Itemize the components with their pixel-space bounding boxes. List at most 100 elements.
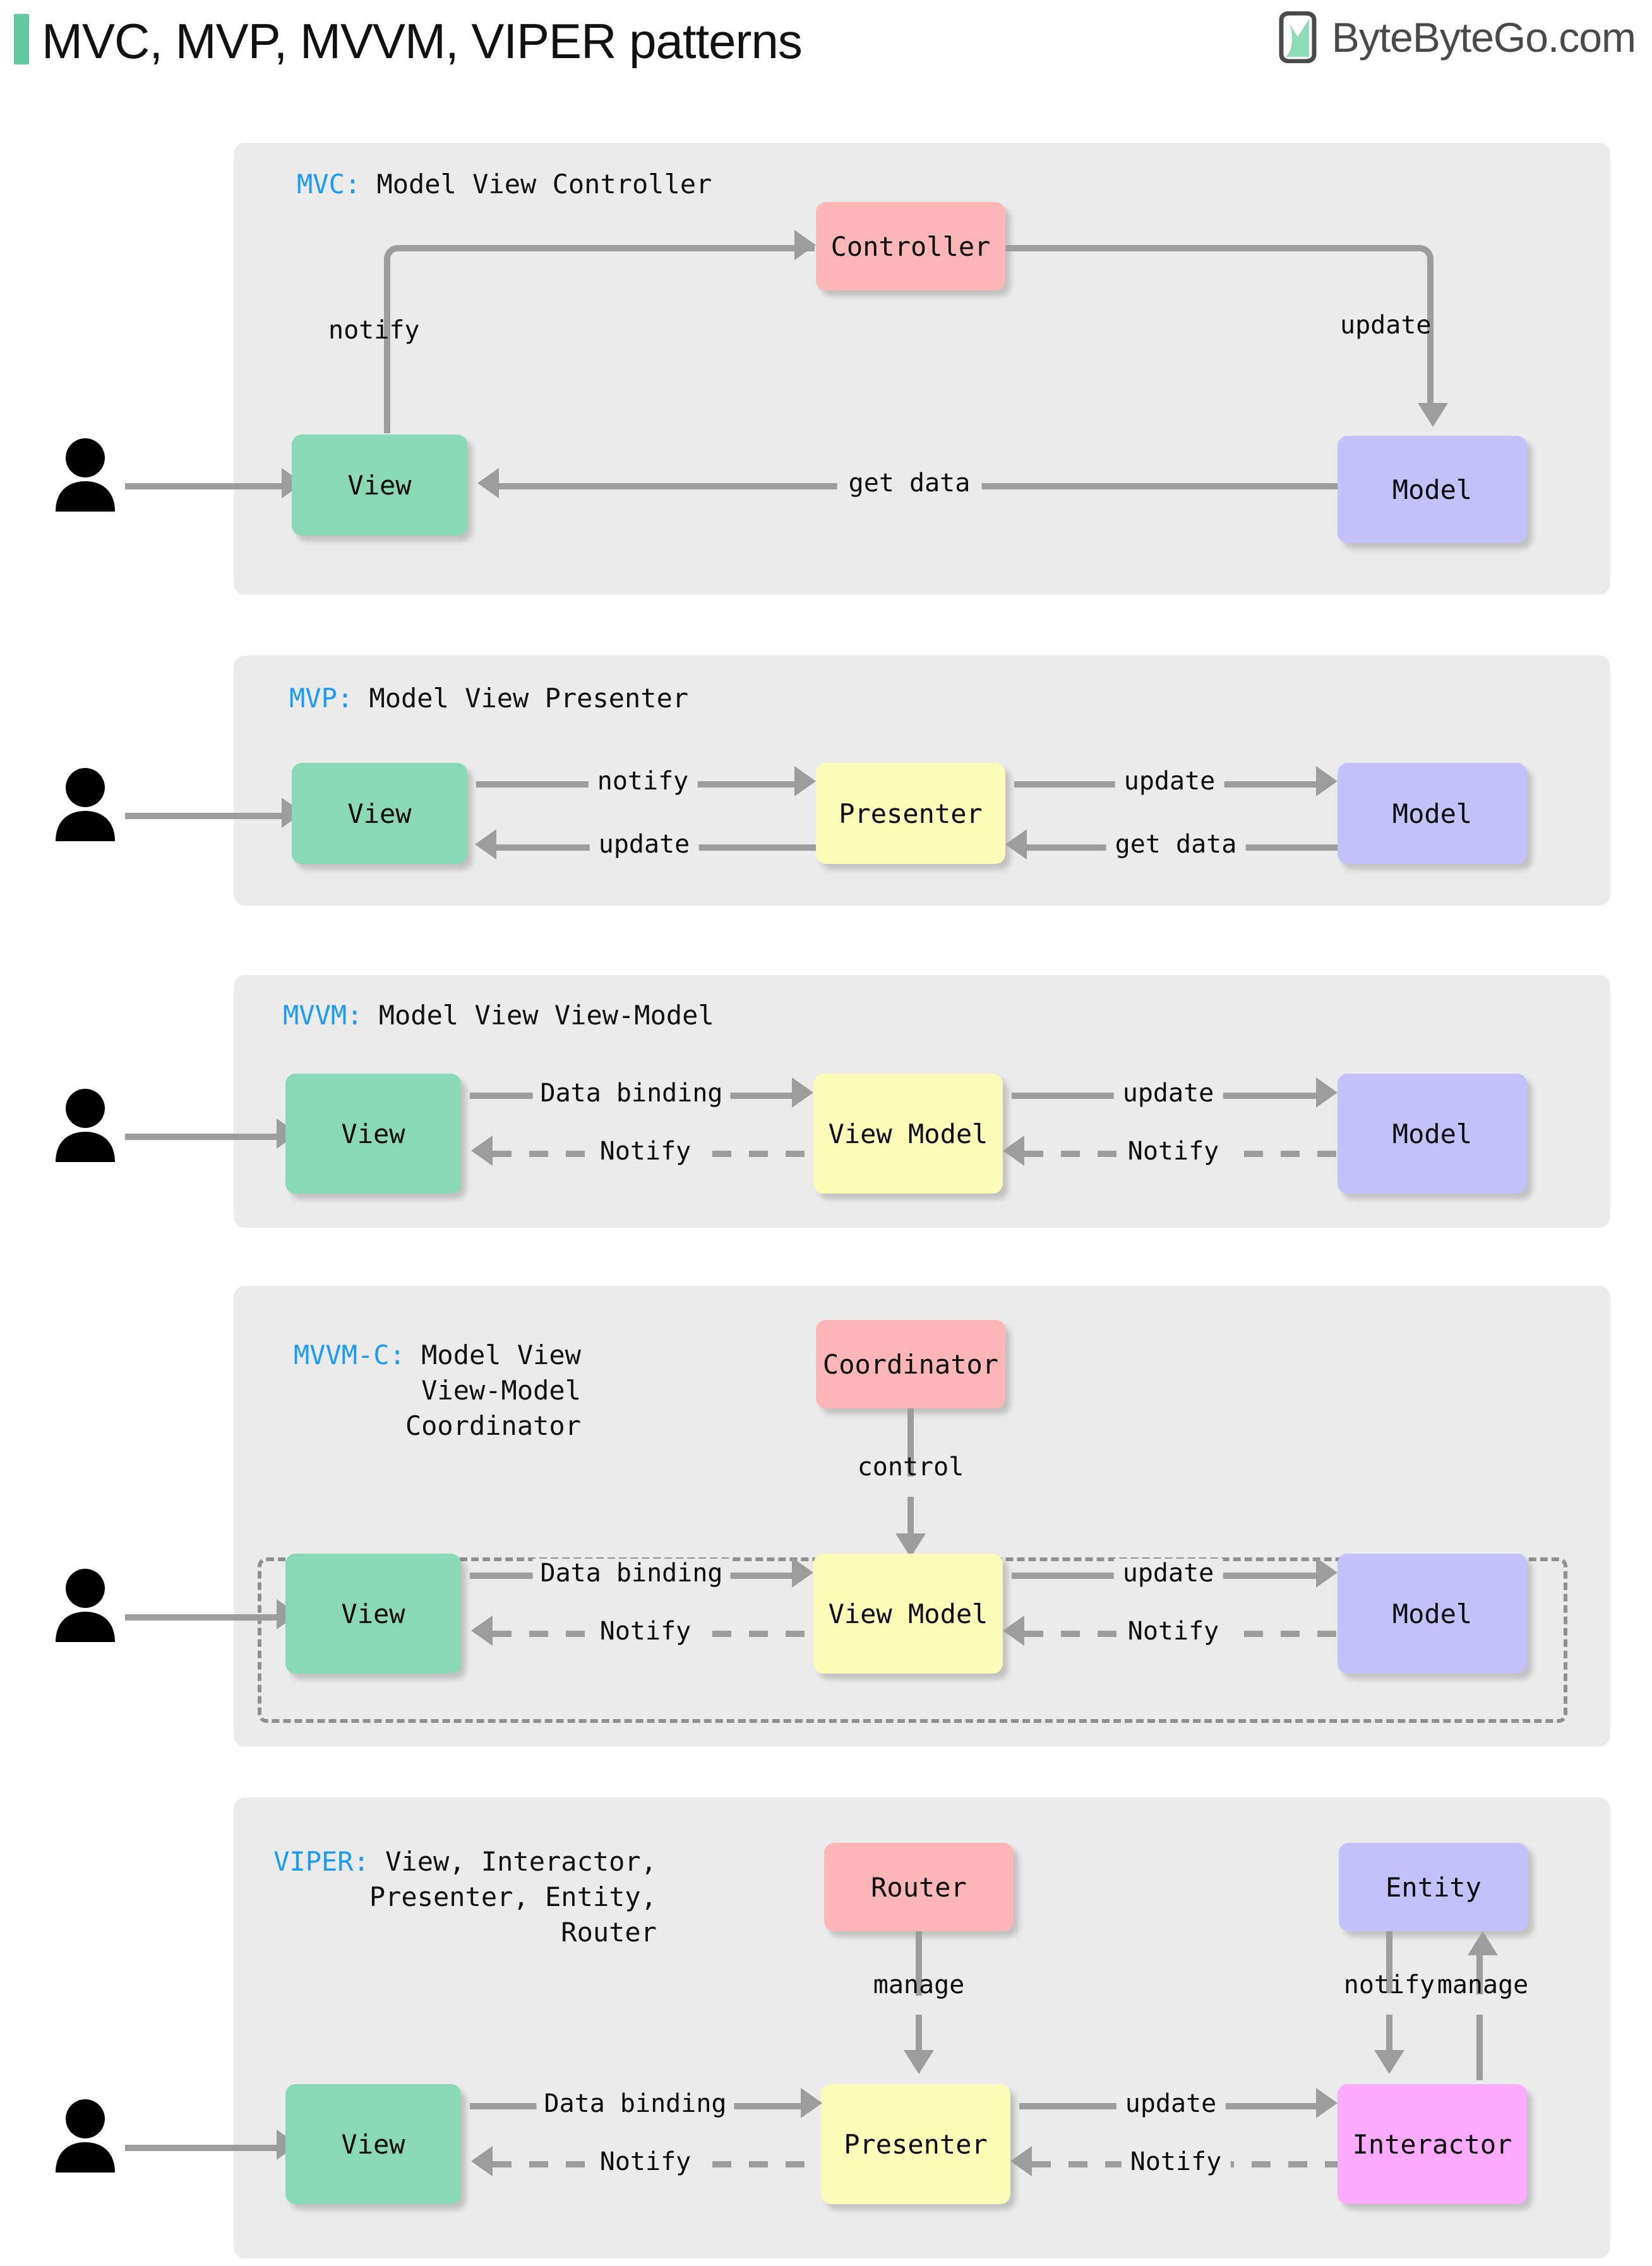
mvvm-user-line [125, 1134, 277, 1140]
brand-name: ByteByteGo.com [1331, 14, 1636, 61]
page-header: MVC, MVP, MVVM, VIPER patterns ByteByteG… [0, 0, 1652, 88]
viper-manage2-line-top [1476, 1955, 1483, 1994]
mvc-title-key: MVC: [297, 169, 361, 200]
viper-update-arrow [1316, 2088, 1338, 2118]
mvvm-databinding-arrow [792, 1077, 813, 1108]
viper-user-line [125, 2145, 277, 2151]
viper-update-label: update [1116, 2089, 1226, 2118]
viper-notify-label: notify [1343, 1970, 1435, 1999]
viper-manage2-arrow [1468, 1931, 1498, 1955]
mvvm-notify-label-2: Notify [1118, 1137, 1228, 1166]
node-model-mvc[interactable]: Model [1338, 436, 1527, 543]
mvvm-title: MVVM: Model View View-Model [283, 998, 714, 1033]
user-actor-icon-mvvmc [56, 1569, 115, 1642]
user-actor-icon-viper [56, 2099, 115, 2173]
mvp-title: MVP: Model View Presenter [289, 681, 688, 716]
mvc-title-rest: Model View Controller [361, 169, 712, 200]
mvvmc-control-line-top [907, 1408, 914, 1477]
mvvm-notify-label-1: Notify [590, 1137, 700, 1166]
viper-notify-label-2: Notify [1121, 2147, 1231, 2176]
node-view-mvvm[interactable]: View [285, 1074, 461, 1194]
viper-notify-arrow-1 [471, 2146, 493, 2176]
mvvm-title-rest: Model View View-Model [362, 1000, 714, 1031]
brand-logo: ByteByteGo.com [1275, 11, 1636, 63]
page-title: MVC, MVP, MVVM, VIPER patterns [42, 13, 803, 69]
viper-manage-line-bottom [916, 2015, 922, 2050]
mvc-notify-arrow [794, 230, 816, 260]
user-actor-icon-mvvm [56, 1089, 115, 1162]
user-actor-icon-mvp [56, 768, 115, 841]
mvvmc-update-arrow [1316, 1557, 1338, 1588]
mvp-user-line [125, 813, 282, 819]
viper-notify-arrow [1374, 2050, 1404, 2074]
node-presenter-mvp[interactable]: Presenter [816, 763, 1005, 864]
mvvm-databinding-label: Data binding [532, 1079, 731, 1108]
node-coordinator-mvvmc[interactable]: Coordinator [816, 1320, 1005, 1408]
node-view-viper[interactable]: View [285, 2084, 461, 2204]
mvvm-title-key: MVVM: [283, 1000, 363, 1031]
mvp-getdata-arrow [1005, 829, 1027, 860]
node-interactor-viper[interactable]: Interactor [1338, 2084, 1527, 2204]
viper-notify-arrow-2 [1010, 2146, 1032, 2176]
viper-title-rest-1: View, Interactor, [369, 1846, 657, 1877]
mvp-getdata-label: get data [1106, 830, 1246, 859]
mvvmc-title-rest-3: Coordinator [405, 1410, 581, 1441]
node-router-viper[interactable]: Router [824, 1843, 1014, 1931]
viper-manage2-label: manage [1437, 1970, 1529, 1999]
mvp-title-rest: Model View Presenter [353, 683, 689, 714]
mvvmc-notify-arrow-1 [471, 1616, 493, 1646]
mvc-update-arrow [1418, 403, 1448, 427]
mvp-title-key: MVP: [289, 683, 354, 714]
mvvmc-title-rest-1: Model View [405, 1340, 581, 1370]
node-model-mvvm[interactable]: Model [1338, 1074, 1527, 1194]
viper-manage-label: manage [873, 1970, 965, 1999]
mvvmc-title-key: MVVM-C: [293, 1340, 405, 1370]
node-viewmodel-mvvm[interactable]: View Model [813, 1074, 1003, 1194]
mvvmc-databinding-label: Data binding [532, 1559, 731, 1588]
mvvmc-control-arrow [895, 1533, 926, 1557]
mvvmc-title-rest-2: View-Model [421, 1375, 581, 1406]
mvp-model-update-label: update [1115, 767, 1224, 796]
node-view-mvc[interactable]: View [292, 435, 467, 536]
node-view-mvp[interactable]: View [292, 763, 467, 864]
mvc-update-path [1005, 245, 1434, 417]
mvvmc-control-line-bottom [907, 1497, 914, 1533]
mvp-model-update-arrow [1316, 766, 1338, 796]
node-view-mvvmc[interactable]: View [285, 1554, 461, 1674]
user-actor-icon-mvc [56, 438, 115, 512]
mvc-notify-label: notify [328, 316, 420, 345]
viper-title-key: VIPER: [273, 1846, 369, 1877]
mvvmc-update-label: update [1113, 1559, 1223, 1588]
mvvmc-user-line [125, 1614, 277, 1621]
node-model-mvp[interactable]: Model [1338, 763, 1527, 864]
node-entity-viper[interactable]: Entity [1339, 1843, 1528, 1931]
mvc-update-label: update [1340, 311, 1432, 340]
viper-title: VIPER: View, Interactor,Presenter, Entit… [177, 1844, 657, 1950]
viper-manage2-line-bottom [1476, 2015, 1483, 2080]
mvvm-update-arrow [1316, 1077, 1338, 1108]
mvc-getdata-arrow [477, 468, 499, 498]
viper-title-rest-3: Router [561, 1917, 657, 1948]
mvp-update-label: update [589, 830, 699, 859]
viper-databinding-arrow [801, 2088, 822, 2118]
mvvmc-notify-arrow-2 [1003, 1616, 1024, 1646]
mvvmc-control-label: control [857, 1453, 964, 1482]
mvp-notify-label: notify [588, 767, 698, 796]
mvvm-notify-arrow-2 [1003, 1136, 1024, 1166]
node-model-mvvmc[interactable]: Model [1338, 1554, 1527, 1674]
title-accent-bar [14, 14, 29, 64]
mvc-notify-path [384, 245, 815, 433]
mvp-notify-arrow [794, 766, 816, 796]
node-controller-mvc[interactable]: Controller [816, 202, 1005, 291]
mvvmc-notify-label-1: Notify [590, 1617, 700, 1646]
mvc-title: MVC: Model View Controller [297, 167, 712, 202]
viper-notify-line-bottom [1386, 2015, 1392, 2050]
viper-databinding-label: Data binding [536, 2089, 734, 2118]
viper-manage-arrow [904, 2050, 934, 2074]
mvvmc-notify-label-2: Notify [1118, 1617, 1228, 1646]
mvvm-notify-arrow-1 [471, 1136, 493, 1166]
viper-notify-line-top [1386, 1931, 1392, 1993]
node-viewmodel-mvvmc[interactable]: View Model [813, 1554, 1003, 1674]
node-presenter-viper[interactable]: Presenter [821, 2084, 1010, 2204]
